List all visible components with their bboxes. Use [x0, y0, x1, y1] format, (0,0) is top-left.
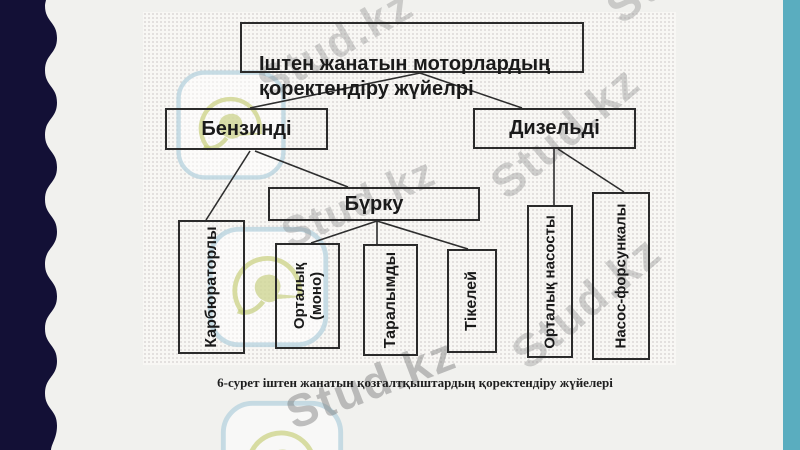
- node-diesel: Дизельді: [473, 108, 636, 149]
- node-pump-injector-label: Насос-форсункалы: [612, 203, 630, 349]
- node-central-pump-label: Орталық насосты: [541, 214, 559, 349]
- node-direct-label: Тікелей: [462, 271, 480, 331]
- right-accent-strip: [783, 0, 800, 450]
- node-carburetor: Карбюраторлы: [178, 220, 245, 354]
- node-central-pump: Орталық насосты: [527, 205, 573, 358]
- node-injection-label: Бүрку: [344, 192, 404, 215]
- node-direct: Тікелей: [447, 249, 497, 353]
- figure-caption: 6-сурет іштен жанатын қозғалтқыштардың қ…: [217, 375, 613, 390]
- node-title: Іштен жанатын моторлардың қоректендіру ж…: [240, 22, 584, 100]
- node-injection: Бүрку: [268, 187, 480, 221]
- node-distributed-label: Таралымды: [381, 251, 399, 349]
- node-central-mono: Орталық (моно): [275, 243, 340, 349]
- node-central-mono-label: Орталық (моно): [290, 262, 325, 330]
- node-petrol-label: Бензинді: [201, 117, 292, 140]
- node-pump-injector: Насос-форсункалы: [592, 192, 650, 360]
- node-distributed: Таралымды: [363, 244, 418, 356]
- node-carburetor-label: Карбюраторлы: [202, 226, 220, 348]
- left-wave-decoration: [0, 0, 57, 450]
- node-petrol: Бензинді: [165, 108, 328, 150]
- node-diesel-label: Дизельді: [509, 117, 600, 139]
